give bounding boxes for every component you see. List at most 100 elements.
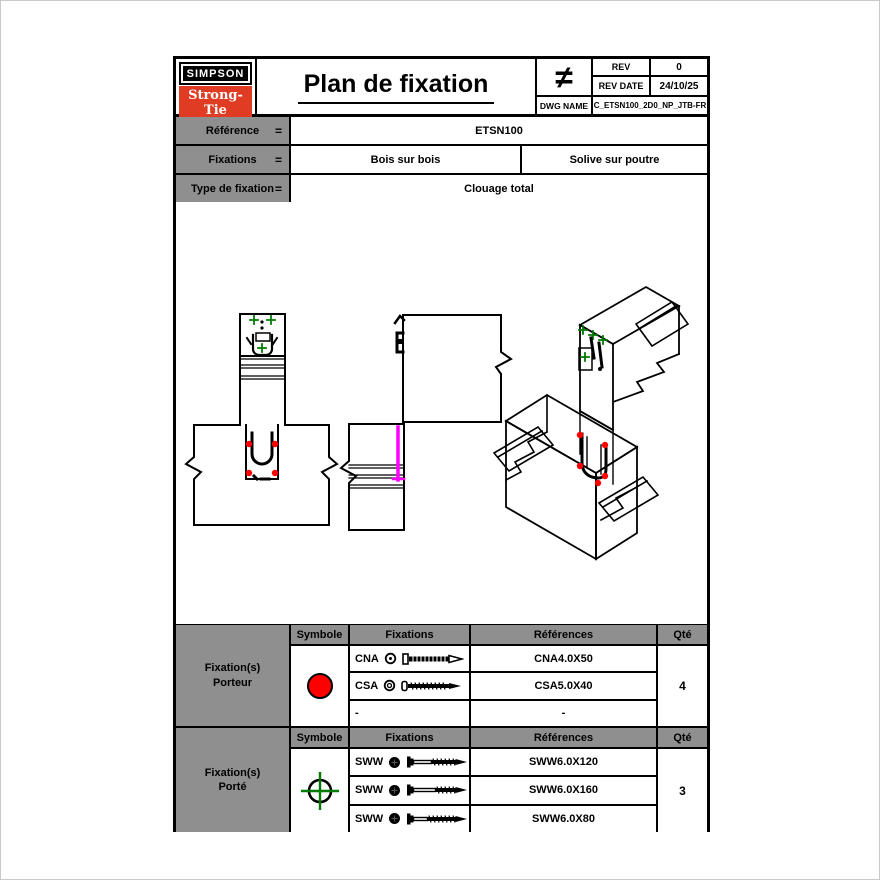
fixation-name: SWW — [355, 756, 384, 769]
drawing-area — [176, 202, 707, 624]
reference-value: SWW6.0X120 — [471, 749, 656, 776]
info-value-fixation-type-2: Solive sur poutre — [522, 146, 707, 173]
not-to-scale-icon: ≠ — [537, 59, 591, 95]
strongtie-logo-text: Strong-Tie — [179, 86, 252, 121]
porteur-fixation-mark — [576, 462, 584, 470]
fixation-row-csa: CSA — [350, 673, 469, 699]
porteur-fixation-mark — [601, 472, 609, 480]
info-label-type: Type de fixation = — [176, 175, 289, 202]
fixation-name: SWW — [355, 784, 384, 797]
fixation-name: CNA — [355, 652, 379, 665]
group-label-porteur: Fixation(s) Porteur — [176, 625, 289, 726]
reference-value: CNA4.0X50 — [471, 646, 656, 672]
green-crosshair-circle-icon — [300, 771, 339, 810]
col-header-references: Références — [471, 625, 656, 644]
info-table: Référence = ETSN100 Fixations = Bois sur… — [176, 117, 707, 202]
fixation-row-cna: CNA — [350, 646, 469, 672]
qty-value-porteur: 4 — [658, 646, 707, 726]
qty-value-porte: 3 — [658, 749, 707, 832]
reference-value: - — [471, 700, 656, 726]
title-block: SIMPSON Strong-Tie Plan de fixation ≠ RE… — [176, 59, 707, 121]
info-label-text: Fixations — [208, 153, 257, 166]
break-symbol — [492, 425, 555, 473]
porteur-symbol-icon — [291, 646, 348, 726]
wood-screw-icon — [401, 680, 462, 692]
washer-head-top-view-icon — [389, 784, 401, 796]
reference-value: SWW6.0X80 — [471, 805, 656, 832]
group-label-line2: Porté — [218, 781, 247, 793]
info-label-text: Type de fixation — [191, 182, 274, 195]
col-header-references: Références — [471, 728, 656, 747]
rev-date-label: REV DATE — [593, 77, 649, 95]
red-filled-circle-icon — [306, 673, 333, 699]
porteur-fixation-mark — [271, 440, 279, 448]
info-value-fixation-type-1: Bois sur bois — [291, 146, 520, 173]
col-header-symbole: Symbole — [291, 728, 348, 747]
fixation-table-porte: Fixation(s) Porté Symbole Fixations Réfé… — [176, 726, 707, 832]
porte-symbol-icon — [291, 749, 348, 832]
info-row-reference: Référence = ETSN100 — [176, 117, 707, 144]
washer-head-top-view-icon — [389, 813, 401, 825]
porte-fixation-marks — [578, 325, 608, 362]
col-header-symbole: Symbole — [291, 625, 348, 644]
info-row-type: Type de fixation = Clouage total — [176, 175, 707, 202]
info-label-text: Référence — [205, 124, 260, 137]
drawing-sheet: SIMPSON Strong-Tie Plan de fixation ≠ RE… — [173, 56, 710, 832]
rev-date-value: 24/10/25 — [651, 77, 707, 95]
info-label-reference: Référence = — [176, 117, 289, 144]
info-value-reference: ETSN100 — [291, 117, 707, 144]
washer-head-screw-icon — [407, 756, 468, 768]
fixation-name: CSA — [355, 679, 379, 692]
fixation-row-sww3: SWW — [350, 805, 469, 832]
fixation-name: - — [355, 707, 359, 720]
col-header-qte: Qté — [658, 728, 707, 747]
fixation-row-sww1: SWW — [350, 749, 469, 776]
fixation-row-sww2: SWW — [350, 777, 469, 804]
page-title: Plan de fixation — [297, 70, 495, 104]
rev-value: 0 — [651, 59, 707, 75]
simpson-strongtie-logo: SIMPSON Strong-Tie — [176, 59, 257, 121]
porte-fixation-marks — [249, 315, 276, 353]
porteur-fixation-mark — [576, 431, 584, 439]
group-label-porte: Fixation(s) Porté — [176, 728, 289, 832]
reference-value: CSA5.0X40 — [471, 673, 656, 699]
equals-sign: = — [274, 181, 282, 196]
reference-value: SWW6.0X160 — [471, 777, 656, 804]
equals-sign: = — [274, 123, 282, 138]
simpson-logo-box: SIMPSON — [179, 62, 252, 85]
porteur-fixation-mark — [594, 479, 602, 487]
info-row-fixations: Fixations = Bois sur bois Solive sur pou… — [176, 146, 707, 173]
info-label-fixations: Fixations = — [176, 146, 289, 173]
revision-block: ≠ REV 0 REV DATE 24/10/25 DWG NAME C_ETS… — [535, 59, 707, 114]
porteur-fixation-mark — [245, 469, 253, 477]
sheet-title-cell: Plan de fixation — [257, 59, 535, 114]
info-value-type: Clouage total — [291, 175, 707, 202]
ring-shank-nail-icon — [402, 652, 464, 665]
fixation-row-empty: - — [350, 700, 469, 726]
dwg-name-label: DWG NAME — [537, 97, 591, 114]
porteur-fixation-mark — [601, 441, 609, 449]
porteur-fixation-mark — [245, 440, 253, 448]
screw-head-top-view-icon — [384, 680, 396, 692]
col-header-fixations: Fixations — [350, 728, 469, 747]
simpson-logo-text: SIMPSON — [181, 64, 250, 83]
washer-head-screw-icon — [407, 784, 468, 796]
washer-head-top-view-icon — [389, 756, 401, 768]
fixation-table-porteur: Fixation(s) Porteur Symbole Fixations Ré… — [176, 624, 707, 726]
group-label-line1: Fixation(s) — [204, 662, 261, 675]
porteur-fixation-mark — [271, 469, 279, 477]
front-view-drawing — [184, 313, 339, 526]
iso-view-drawing — [492, 285, 690, 561]
fixation-name: SWW — [355, 812, 384, 825]
break-symbol — [597, 475, 660, 523]
nail-head-top-view-icon — [384, 652, 397, 665]
equals-sign: = — [274, 152, 282, 167]
dwg-name-value: C_ETSN100_2D0_NP_JTB-FR — [593, 97, 707, 114]
col-header-fixations: Fixations — [350, 625, 469, 644]
group-label-line2: Porteur — [212, 676, 253, 689]
rev-label: REV — [593, 59, 649, 75]
technical-drawing — [184, 285, 690, 561]
col-header-qte: Qté — [658, 625, 707, 644]
group-label-line1: Fixation(s) — [204, 766, 261, 779]
